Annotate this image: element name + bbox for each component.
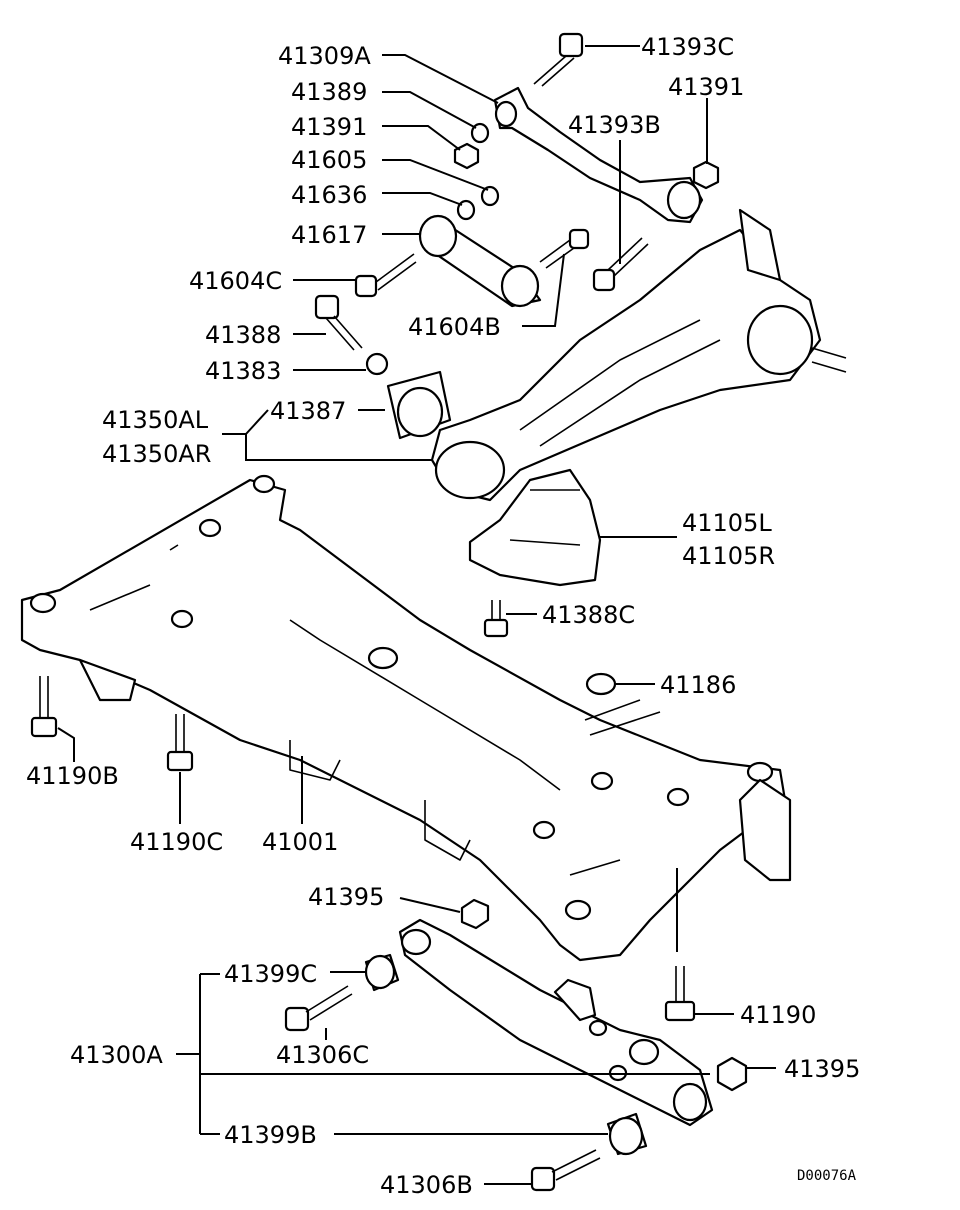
callout-41393C: 41393C: [641, 33, 734, 61]
callout-41309A: 41309A: [278, 42, 371, 70]
callout-41105L: 41105L: [682, 509, 772, 537]
nut-41395-right: [716, 1056, 748, 1092]
callout-41636: 41636: [291, 181, 367, 209]
bolt-41190C: [166, 714, 194, 772]
callout-41617: 41617: [291, 221, 367, 249]
bolt-41190B: [30, 676, 58, 738]
callout-41604B: 41604B: [408, 313, 501, 341]
callout-41306C: 41306C: [276, 1041, 369, 1069]
washer-41186: [585, 672, 617, 696]
callout-41190C: 41190C: [130, 828, 223, 856]
callout-41399C: 41399C: [224, 960, 317, 988]
nut-41391-right: [692, 160, 720, 190]
callout-41190B: 41190B: [26, 762, 119, 790]
washer-41636: [456, 199, 476, 221]
parts-artwork: [20, 32, 847, 1192]
callout-41604C: 41604C: [189, 267, 282, 295]
callout-41393B: 41393B: [568, 111, 661, 139]
bolt-41604C: [354, 253, 417, 298]
bushing-41387: [386, 370, 452, 440]
callout-41388: 41388: [205, 321, 281, 349]
trailing-arm-41350A: [430, 208, 847, 502]
callout-41105R: 41105R: [682, 542, 775, 570]
crossmember-41001: [20, 474, 792, 962]
callout-labels: 41309A 41393C 41389 41391 41391 41393B 4…: [26, 33, 860, 1199]
bolt-41604B: [539, 228, 590, 269]
nut-41391-left: [453, 142, 480, 170]
callout-41190: 41190: [740, 1001, 816, 1029]
leader-lines: [57, 45, 776, 1185]
bolt-41388C: [483, 600, 509, 638]
callout-41388C: 41388C: [542, 601, 635, 629]
lateral-link-41617: [418, 214, 542, 308]
bushing-41399C: [364, 953, 400, 992]
callout-41300A: 41300A: [70, 1041, 163, 1069]
nut-41395-mid: [460, 898, 490, 930]
callout-41399B: 41399B: [224, 1121, 317, 1149]
bracket-41105: [468, 468, 602, 587]
callout-41605: 41605: [291, 146, 367, 174]
callout-41395-right: 41395: [784, 1055, 860, 1083]
bushing-41399B: [606, 1112, 648, 1156]
bolt-41306C: [284, 985, 353, 1032]
washer-41383: [365, 352, 389, 376]
callout-41350AL: 41350AL: [102, 406, 209, 434]
callout-41350AR: 41350AR: [102, 440, 211, 468]
callout-41387: 41387: [270, 397, 346, 425]
bolt-41393C: [533, 32, 584, 87]
bolt-41190: [664, 966, 696, 1022]
callout-41395-mid: 41395: [308, 883, 384, 911]
washer-41389: [470, 122, 490, 144]
washer-41605: [480, 185, 500, 207]
callout-41391-top: 41391: [668, 73, 744, 101]
lower-arm-41300A: [398, 918, 714, 1127]
callout-41389: 41389: [291, 78, 367, 106]
upper-arm-41309A: [493, 86, 704, 224]
callout-41186: 41186: [660, 671, 736, 699]
bolt-41393B: [592, 237, 649, 292]
callout-41306B: 41306B: [380, 1171, 473, 1199]
bolt-41388: [314, 294, 363, 351]
bolt-41306B: [530, 1149, 601, 1192]
callout-41001: 41001: [262, 828, 338, 856]
diagram-code: D00076A: [797, 1168, 857, 1184]
callout-41383: 41383: [205, 357, 281, 385]
callout-41391: 41391: [291, 113, 367, 141]
